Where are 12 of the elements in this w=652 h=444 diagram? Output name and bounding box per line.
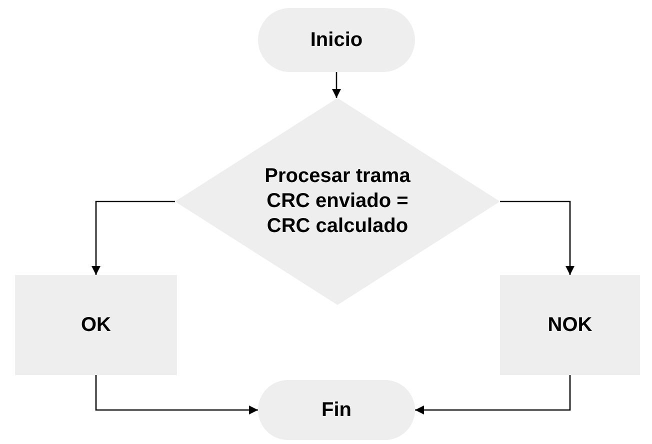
node-label: Procesar trama CRC enviado = CRC calculado — [264, 164, 412, 239]
node-label: NOK — [548, 312, 592, 338]
node-label: OK — [81, 312, 111, 338]
arrow — [332, 72, 341, 98]
node-label: Fin — [322, 398, 352, 422]
arrow — [92, 200, 175, 275]
process-box — [500, 275, 640, 375]
process-box — [15, 275, 177, 375]
arrow — [95, 375, 258, 414]
decision-diamond — [175, 98, 500, 305]
node-label: Inicio — [310, 28, 363, 52]
arrow — [500, 200, 574, 275]
